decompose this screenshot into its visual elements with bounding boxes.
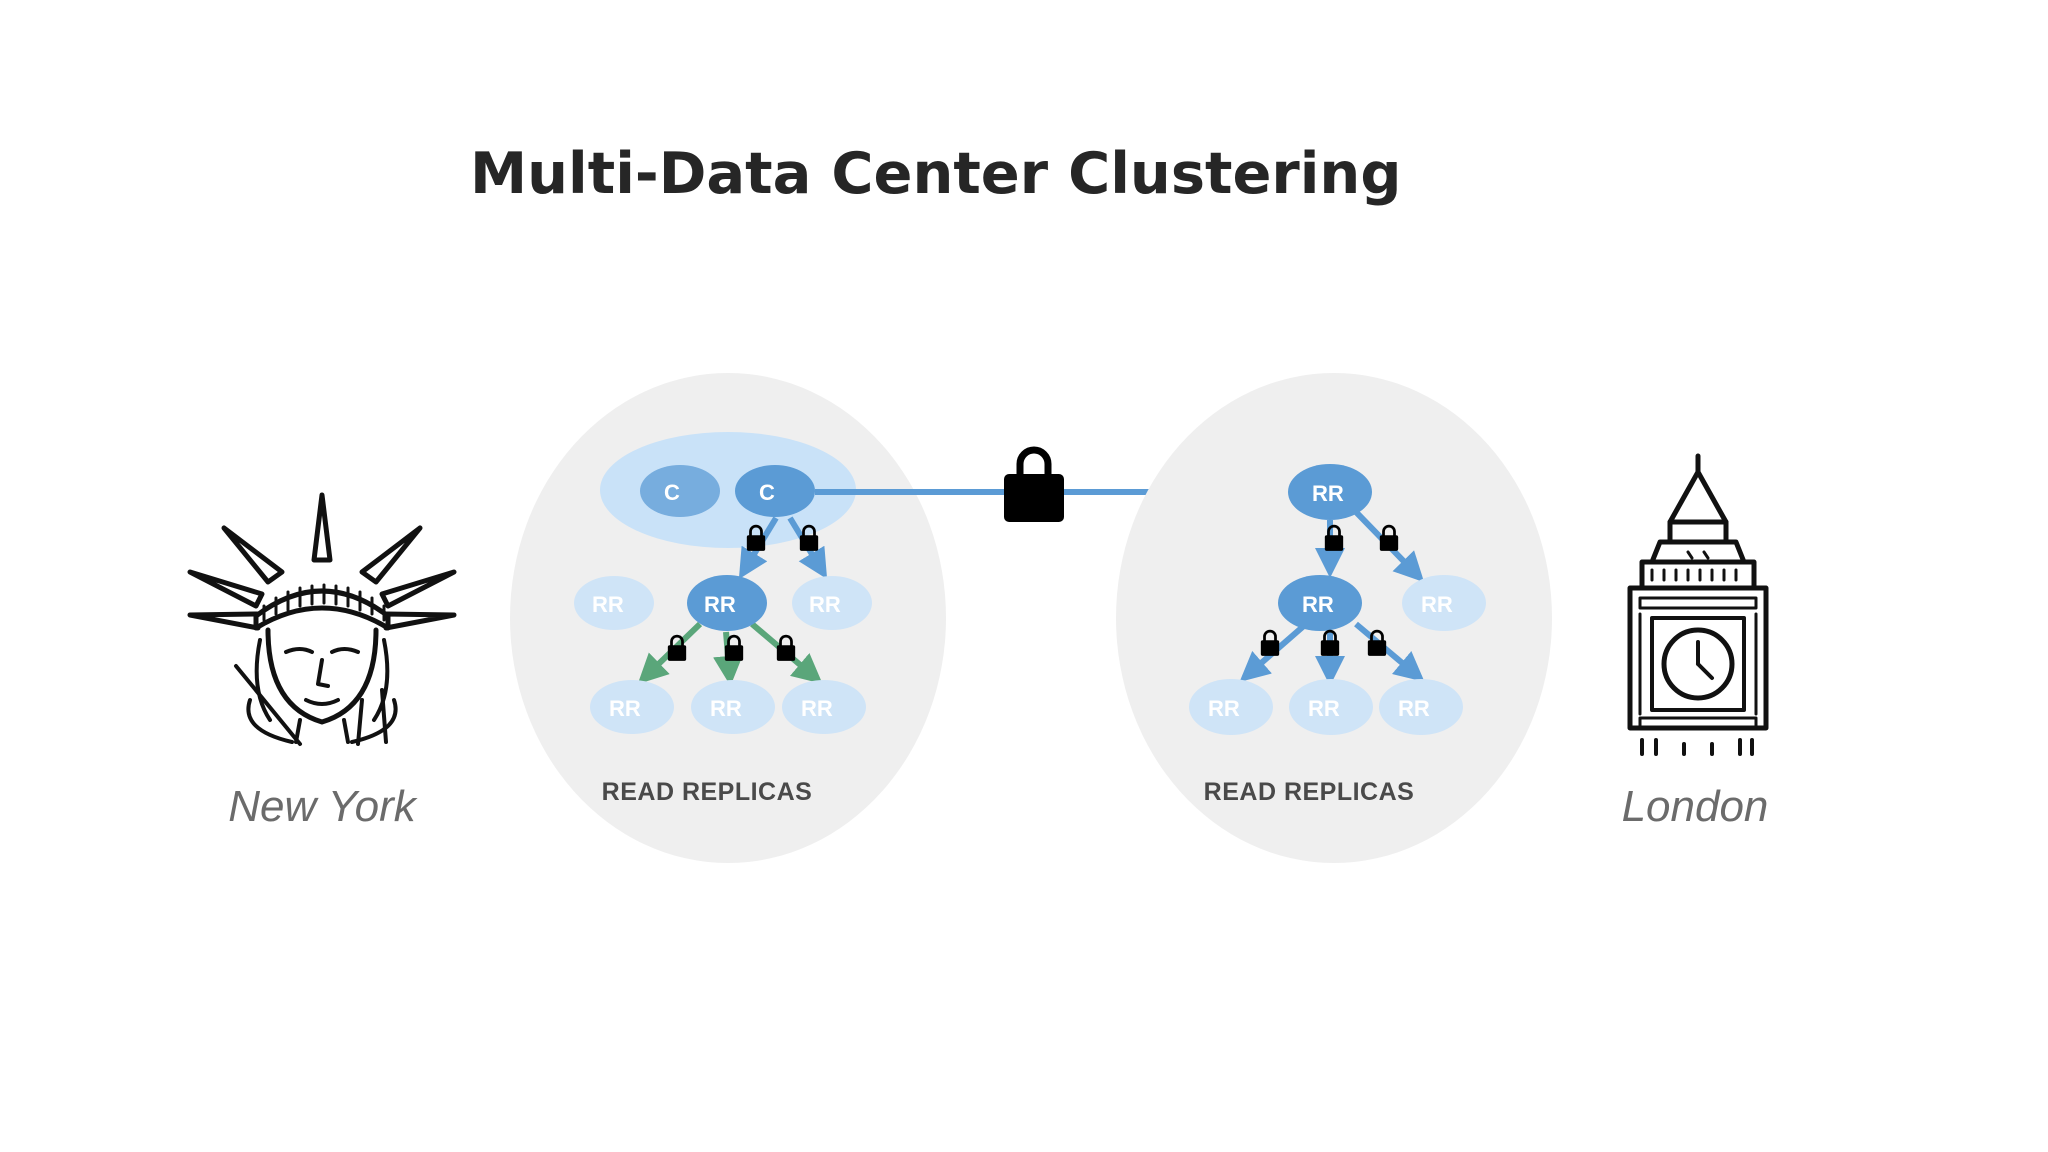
replica-node-label: RR	[1421, 592, 1453, 617]
replica-node	[1278, 575, 1362, 631]
replica-node	[1402, 575, 1486, 631]
replica-node	[590, 680, 674, 734]
replica-node-label: RR	[1302, 592, 1334, 617]
padlock-icon	[1004, 446, 1064, 522]
core-node-label: C	[759, 480, 775, 505]
replica-node	[574, 576, 654, 630]
core-node	[735, 465, 815, 517]
replica-node-label: RR	[1398, 696, 1430, 721]
read-replicas-caption: READ REPLICAS	[601, 778, 813, 806]
city-label-new-york: New York	[228, 782, 416, 831]
replica-node	[792, 576, 872, 630]
replica-node-label: RR	[592, 592, 624, 617]
slide-title: Multi-Data Center Clustering	[470, 140, 1402, 208]
replica-node-label: RR	[1208, 696, 1240, 721]
replica-node	[1288, 464, 1372, 520]
replica-node	[687, 575, 767, 631]
replica-node	[1189, 679, 1273, 735]
replica-node-label: RR	[704, 592, 736, 617]
read-replicas-caption: READ REPLICAS	[1203, 778, 1415, 806]
replica-node-label: RR	[801, 696, 833, 721]
replica-node	[1289, 679, 1373, 735]
replica-node-label: RR	[609, 696, 641, 721]
replica-node-label: RR	[809, 592, 841, 617]
replica-node	[691, 680, 775, 734]
replica-node	[1379, 679, 1463, 735]
core-node	[640, 465, 720, 517]
replica-node-label: RR	[1308, 696, 1340, 721]
right-cluster: RR RR RR RR RR RR	[1116, 373, 1552, 863]
big-ben-icon	[1627, 453, 1769, 756]
replica-node-label: RR	[1312, 481, 1344, 506]
statue-of-liberty-icon	[187, 492, 457, 746]
core-node-label: C	[664, 480, 680, 505]
left-cluster: C C RR RR RR RR RR RR	[510, 373, 946, 863]
replica-node-label: RR	[710, 696, 742, 721]
city-label-london: London	[1621, 782, 1769, 831]
replica-node	[782, 680, 866, 734]
